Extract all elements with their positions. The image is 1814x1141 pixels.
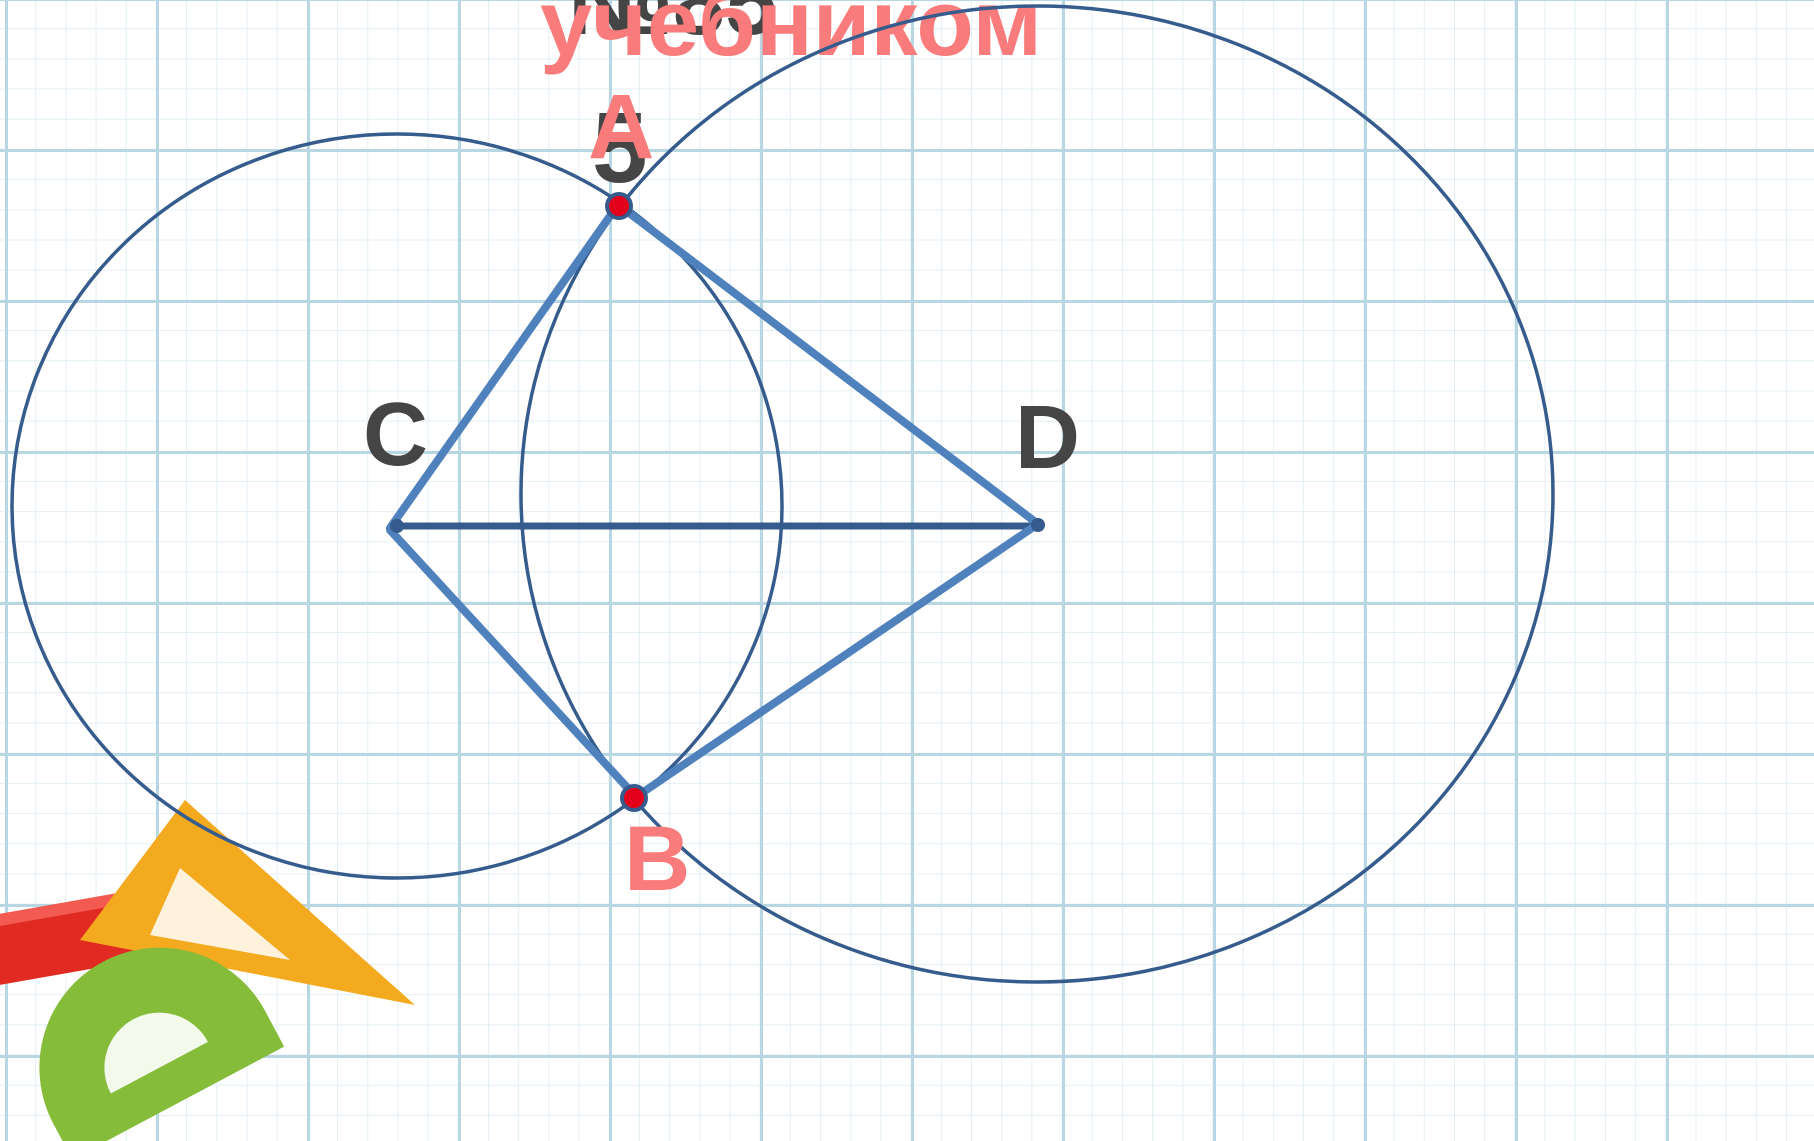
point-a-marker xyxy=(605,192,633,220)
overlay-digit: 5 xyxy=(592,92,648,204)
label-a: A xyxy=(588,76,654,178)
segment-ad xyxy=(616,202,1042,528)
label-d: D xyxy=(1015,388,1080,488)
label-c: C xyxy=(363,385,428,485)
geometry-tools-icon xyxy=(0,800,415,1141)
task-number: №85 xyxy=(568,0,777,54)
segment-ac xyxy=(386,202,621,532)
circle-d xyxy=(519,4,1555,984)
segment-cb xyxy=(386,526,640,801)
quadrilateral-acbd xyxy=(386,202,1042,801)
point-d-marker xyxy=(1031,518,1045,532)
segment-bd xyxy=(632,520,1042,801)
circle-c xyxy=(10,132,784,880)
label-b: B xyxy=(624,808,690,910)
point-b-marker xyxy=(620,784,648,812)
point-c-marker xyxy=(390,519,404,533)
